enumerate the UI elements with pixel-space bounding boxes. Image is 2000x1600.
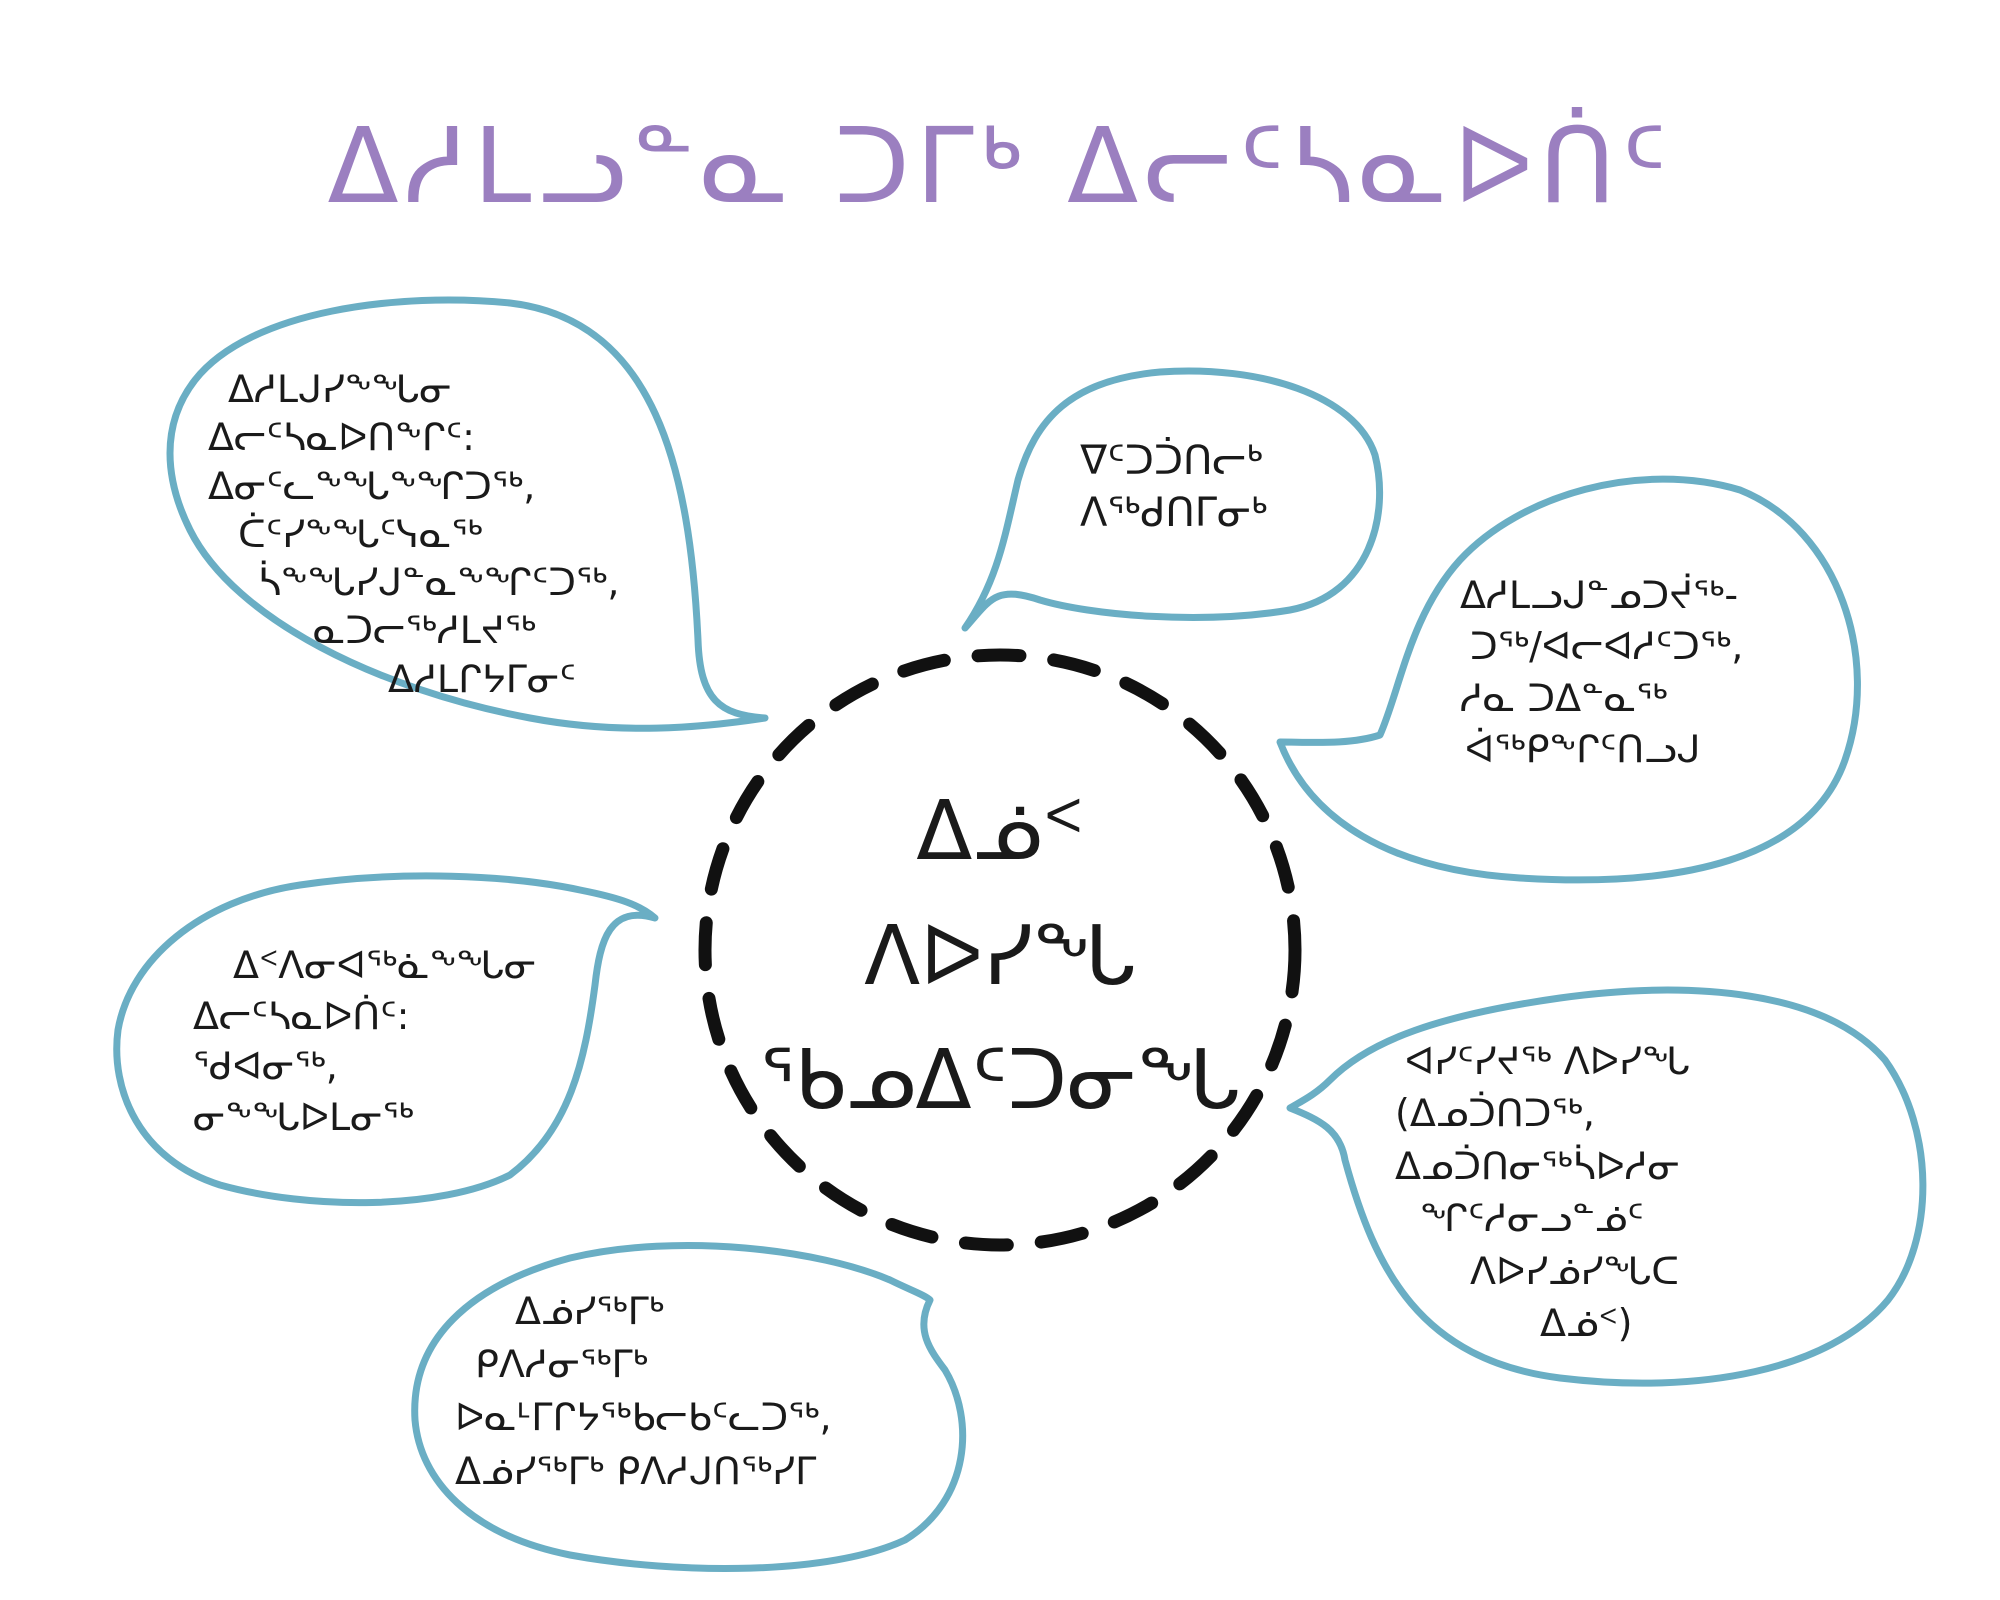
bubble-right-lower-line: ᖏᑦᓱᓂᓗᓐᓅᑦ xyxy=(1420,1196,1644,1241)
bubble-top-left-line: ᐃᓕᑦᓴᓇᐅᑎᖕᒋᑦ: xyxy=(208,415,475,460)
bubble-top-left-line: ᐃᓱᒪᒍᓯᖕᖓᓂ xyxy=(228,367,452,411)
bubble-right-lower-line: ᐱᐅᓯᓅᓯᖓᑕ xyxy=(1470,1248,1679,1293)
bubble-bottom-line: ᐃᓅᓯᖅᒥᒃ xyxy=(515,1289,665,1333)
center-circle xyxy=(698,648,1302,1252)
bubble-right-lower-outline xyxy=(1286,986,1927,1387)
bubble-left-middle-outline xyxy=(113,872,659,1207)
center-label: ᐃᓅᑉ ᐱᐅᓯᖓ ᖃᓄᐃᑦᑐᓂᖓ xyxy=(700,770,1300,1144)
bubble-top-left-line: ᓵᖕᖓᓯᒍᓐᓇᖕᖏᑦᑐᖅ, xyxy=(258,560,620,604)
bubble-left-middle-line: ᓂᖕᖓᐅᒪᓂᖅ xyxy=(193,1094,414,1139)
bubble-bottom-line: ᐃᓅᓯᖅᒥᒃ ᑭᐱᓱᒍᑎᖅᓯᒥ xyxy=(455,1448,817,1493)
bubble-bottom-line: ᐅᓇᒻᒥᒋᔭᖅᑲᓕᑲᑦᓚᑐᖅ, xyxy=(455,1395,832,1440)
bubble-bottom-line: ᑭᐱᓱᓂᖅᒥᒃ xyxy=(475,1342,649,1387)
bubble-top-middle-outline xyxy=(961,367,1384,632)
bubble-right-upper-text: ᐃᓱᒪᓗᒍᓐᓄᑐᔫᖅ- ᑐᖅ/ᐊᓕᐊᓱᑦᑐᖅ, ᓱᓇ ᑐᐃᓐᓇᖅ ᐋᖅᑭᖕᒋᑦᑎ… xyxy=(1460,570,1743,775)
bubble-top-left-line: ᐃᓂᑦᓚᖕᖓᖕᖏᑐᖅ, xyxy=(208,463,536,508)
bubble-left-middle-line: ᐃᓕᑦᓴᓇᐅᑏᑦ: xyxy=(193,993,410,1038)
bubble-right-lower-line: ᐃᓅᑉ) xyxy=(1540,1301,1633,1346)
bubble-right-upper-line: ᐃᓱᒪᓗᒍᓐᓄᑐᔫᖅ- xyxy=(1460,573,1739,617)
bubble-right-upper-outline xyxy=(1276,475,1861,884)
center-line-2: ᐱᐅᓯᖓ xyxy=(864,908,1136,1004)
bubble-right-upper-line: ᐋᖅᑭᖕᒋᑦᑎᓗᒍ xyxy=(1465,726,1701,771)
diagram-title: ᐃᓱᒪᓗᓐᓇ ᑐᒥᒃ ᐃᓕᑦᓴᓇᐅᑏᑦ xyxy=(327,105,1673,227)
bubble-bottom-text: ᐃᓅᓯᖅᒥᒃ ᑭᐱᓱᓂᖅᒥᒃ ᐅᓇᒻᒥᒋᔭᖅᑲᓕᑲᑦᓚᑐᖅ, ᐃᓅᓯᖅᒥᒃ ᑭᐱ… xyxy=(455,1285,832,1498)
bubble-top-left-line: ᑖᑦᓯᖕᖓᑦᓭᓇᖅ xyxy=(238,511,483,556)
bubble-right-lower-line: (ᐃᓄᑑᑎᑐᖅ, xyxy=(1395,1091,1595,1136)
bubble-top-middle-line: ᐱᖅᑯᑎᒥᓂᒃ xyxy=(1080,490,1268,536)
bubble-right-upper-line: ᓱᓇ ᑐᐃᓐᓇᖅ xyxy=(1460,675,1668,720)
center-line-3: ᖃᓄᐃᑦᑐᓂᖓ xyxy=(759,1033,1241,1129)
bubble-bottom-outline xyxy=(411,1242,967,1573)
center-line-1: ᐃᓅᑉ xyxy=(916,784,1084,879)
bubble-left-middle-text: ᐃᑉᐱᓂᐊᖅᓈᖕᖓᓂ ᐃᓕᑦᓴᓇᐅᑏᑦ: ᖁᐊᓂᖅ, ᓂᖕᖓᐅᒪᓂᖅ xyxy=(193,940,536,1142)
bubble-left-middle-line: ᐃᑉᐱᓂᐊᖅᓈᖕᖓᓂ xyxy=(233,943,537,987)
bubble-top-middle-line: ᐁᑦᑐᑑᑎᓕᒃ xyxy=(1080,438,1263,484)
bubble-top-left-line: ᐃᓱᒪᒋᔭᒥᓂᑦ xyxy=(388,656,576,701)
bubble-left-middle-line: ᖁᐊᓂᖅ, xyxy=(193,1044,338,1089)
bubble-top-left-line: ᓇᑐᓕᖅᓱᒪᔪᖅ xyxy=(313,608,537,653)
bubble-top-left-outline xyxy=(166,296,769,732)
bubble-top-middle-text: ᐁᑦᑐᑑᑎᓕᒃ ᐱᖅᑯᑎᒥᓂᒃ xyxy=(1080,435,1267,539)
bubble-right-lower-line: ᐊᓯᑦᓯᔪᖅ ᐱᐅᓯᖓ xyxy=(1405,1039,1690,1083)
bubble-right-lower-text: ᐊᓯᑦᓯᔪᖅ ᐱᐅᓯᖓ (ᐃᓄᑑᑎᑐᖅ, ᐃᓄᑑᑎᓂᖅᓵᐅᓱᓂ ᖏᑦᓱᓂᓗᓐᓅᑦ… xyxy=(1395,1035,1690,1350)
bubble-top-left-text: ᐃᓱᒪᒍᓯᖕᖓᓂ ᐃᓕᑦᓴᓇᐅᑎᖕᒋᑦ: ᐃᓂᑦᓚᖕᖓᖕᖏᑐᖅ, ᑖᑦᓯᖕᖓᑦᓭ… xyxy=(208,365,619,703)
bubble-right-upper-line: ᑐᖅ/ᐊᓕᐊᓱᑦᑐᖅ, xyxy=(1470,624,1744,669)
bubble-right-lower-line: ᐃᓄᑑᑎᓂᖅᓵᐅᓱᓂ xyxy=(1395,1143,1681,1188)
